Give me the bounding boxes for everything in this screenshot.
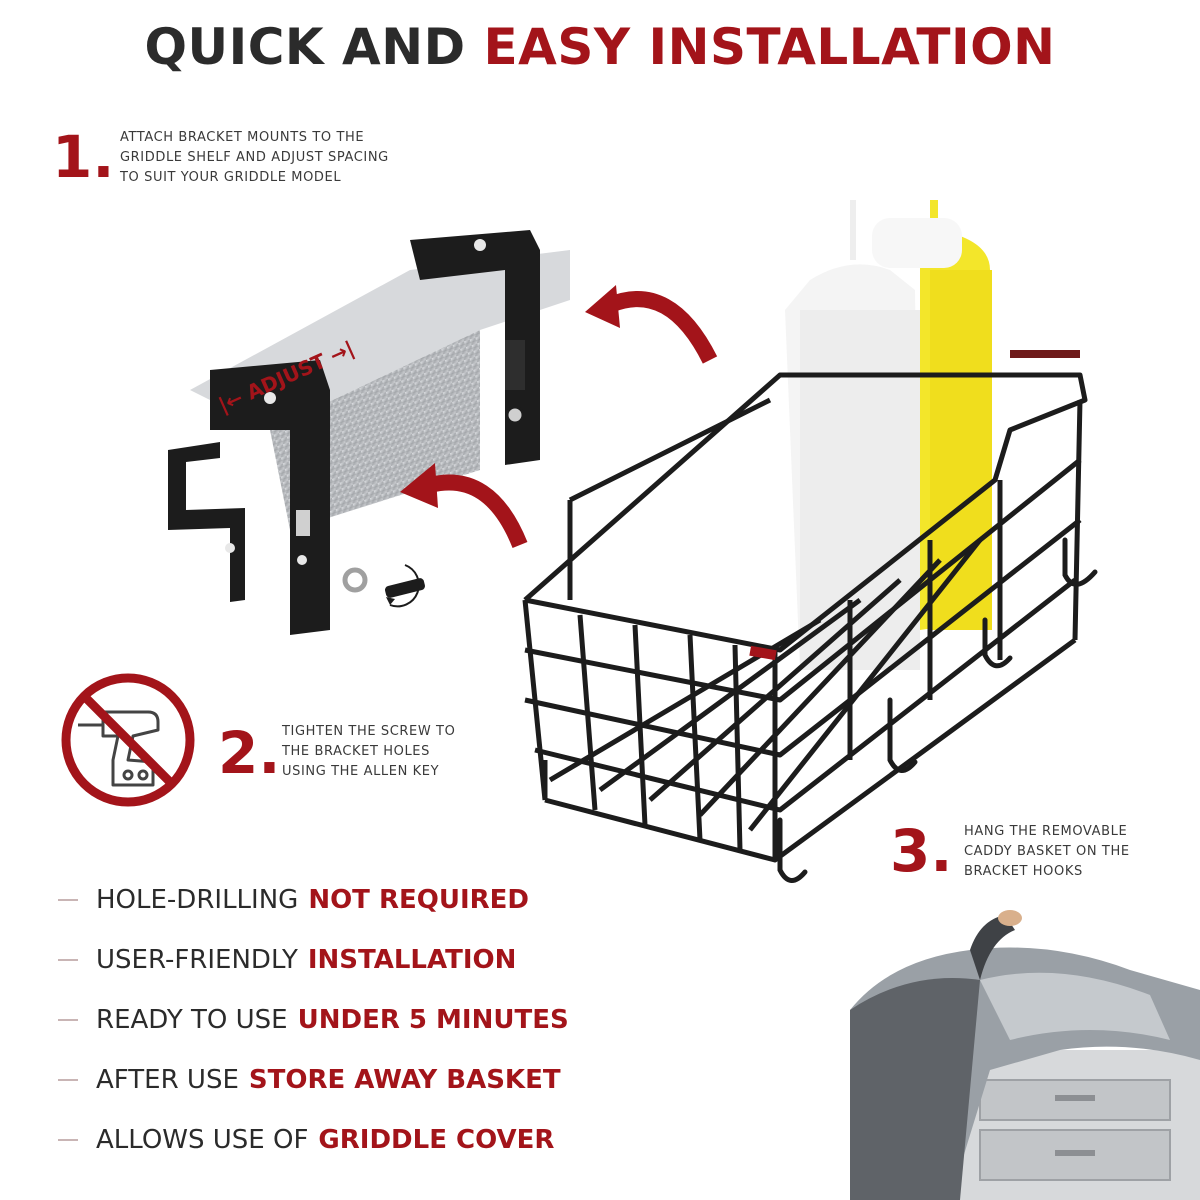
feature-list: HOLE-DRILLING NOT REQUIRED USER-FRIENDLY… <box>58 870 569 1170</box>
feature-highlight: UNDER 5 MINUTES <box>297 1005 569 1035</box>
feature-highlight: STORE AWAY BASKET <box>248 1065 561 1095</box>
arrow-icon <box>400 285 718 549</box>
step-2-line: TIGHTEN THE SCREW TO <box>282 724 456 739</box>
feature-highlight: NOT REQUIRED <box>308 885 529 915</box>
bullet-dash <box>58 959 78 961</box>
step-2-number: 2. <box>218 719 281 787</box>
feature-highlight: INSTALLATION <box>307 945 517 975</box>
feature-highlight: GRIDDLE COVER <box>318 1125 555 1155</box>
feature-plain: USER-FRIENDLY <box>96 945 298 975</box>
step-1-line: GRIDDLE SHELF AND ADJUST SPACING <box>120 150 389 165</box>
step-3-line: HANG THE REMOVABLE <box>964 824 1128 839</box>
feature-plain: READY TO USE <box>96 1005 288 1035</box>
step-2-line: USING THE ALLEN KEY <box>282 764 440 779</box>
step-2-text: TIGHTEN THE SCREW TO THE BRACKET HOLES U… <box>282 722 455 782</box>
bullet-dash <box>58 1139 78 1141</box>
title-part-plain: QUICK AND <box>144 18 466 76</box>
feature-plain: AFTER USE <box>96 1065 239 1095</box>
step-1-text: ATTACH BRACKET MOUNTS TO THE GRIDDLE SHE… <box>120 128 389 188</box>
bullet-dash <box>58 899 78 901</box>
bullet-dash <box>58 1019 78 1021</box>
step-3-number: 3. <box>890 817 953 885</box>
step-3-line: BRACKET HOOKS <box>964 864 1083 879</box>
step-3-text: HANG THE REMOVABLE CADDY BASKET ON THE B… <box>964 822 1130 882</box>
feature-item: ALLOWS USE OF GRIDDLE COVER <box>58 1110 569 1170</box>
feature-item: READY TO USE UNDER 5 MINUTES <box>58 990 569 1050</box>
hooks <box>777 537 1098 883</box>
feature-item: HOLE-DRILLING NOT REQUIRED <box>58 870 569 930</box>
step-1-line: ATTACH BRACKET MOUNTS TO THE <box>120 130 365 145</box>
step-1-number: 1. <box>52 123 115 191</box>
caddy-basket <box>522 200 1098 883</box>
feature-item: AFTER USE STORE AWAY BASKET <box>58 1050 569 1110</box>
step-3-line: CADDY BASKET ON THE <box>964 844 1130 859</box>
no-drill-icon <box>61 673 195 807</box>
title-part-accent: EASY INSTALLATION <box>483 18 1056 76</box>
step-1-line: TO SUIT YOUR GRIDDLE MODEL <box>120 170 342 185</box>
step-2-line: THE BRACKET HOLES <box>282 744 430 759</box>
page-title: QUICK AND EASY INSTALLATION <box>0 18 1200 76</box>
feature-item: USER-FRIENDLY INSTALLATION <box>58 930 569 990</box>
rotate-icon <box>386 564 420 608</box>
feature-plain: HOLE-DRILLING <box>96 885 299 915</box>
griddle-cover-photo <box>830 900 1200 1200</box>
bullet-dash <box>58 1079 78 1081</box>
feature-plain: ALLOWS USE OF <box>96 1125 309 1155</box>
